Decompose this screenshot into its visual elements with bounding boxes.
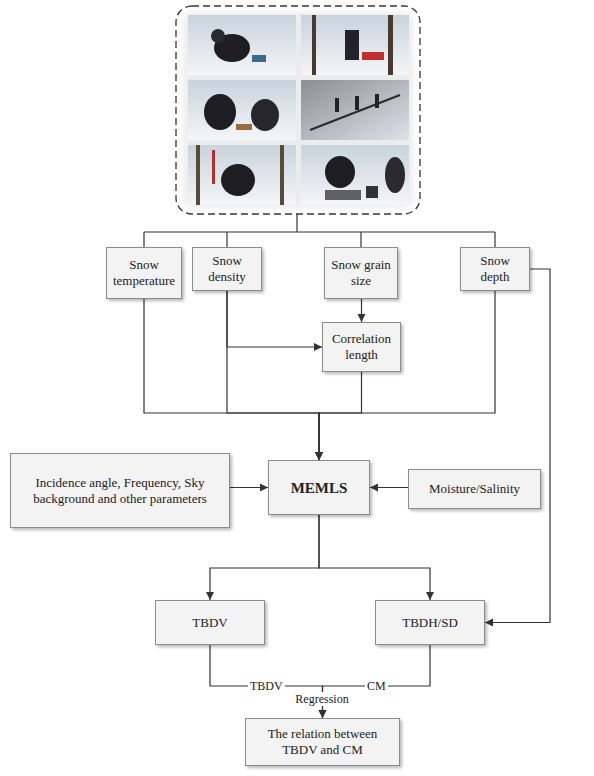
- connector-arrow: [319, 645, 431, 718]
- box-label: Snow grain size: [329, 257, 393, 288]
- box-label: Moisture/Salinity: [429, 481, 520, 497]
- edge-label: CM: [365, 679, 388, 693]
- process-box: Snow depth: [460, 247, 530, 291]
- box-label: The relation between TBDV and CM: [250, 726, 395, 757]
- process-box: Correlation length: [322, 322, 401, 372]
- connector-arrow: [485, 269, 550, 627]
- photo-5: [188, 145, 296, 205]
- connector-arrow: [230, 484, 268, 492]
- connector-arrow: [227, 291, 323, 460]
- edge-label: TBDV: [248, 679, 285, 693]
- photo-2: [301, 15, 409, 75]
- connector-arrow: [210, 645, 327, 718]
- photo-3: [188, 80, 296, 140]
- connector-arrow: [144, 299, 323, 460]
- box-label: Incidence angle, Frequency, Sky backgrou…: [15, 475, 225, 506]
- connector-arrow: [358, 299, 366, 322]
- photo-1: [188, 15, 296, 75]
- process-box: Snow temperature: [106, 247, 182, 299]
- connector-arrow: [370, 484, 408, 492]
- connector-arrow: [315, 372, 362, 460]
- process-box: Snow grain size: [324, 247, 398, 299]
- process-label: Regression: [293, 692, 350, 706]
- connector-arrow: [315, 291, 495, 460]
- box-label: Snow density: [197, 253, 257, 284]
- process-box: Moisture/Salinity: [408, 469, 541, 509]
- photo-6: [301, 145, 409, 205]
- process-box: TBDV: [155, 600, 265, 645]
- box-label: MEMLS: [291, 479, 348, 497]
- connector-arrow: [227, 291, 322, 351]
- process-box: The relation between TBDV and CM: [245, 718, 400, 766]
- process-box: Incidence angle, Frequency, Sky backgrou…: [10, 453, 230, 528]
- photo-4: [301, 80, 409, 140]
- box-label: Snow temperature: [111, 257, 177, 288]
- box-label: TBDV: [192, 615, 227, 631]
- process-box: Snow density: [192, 247, 262, 291]
- model-box: MEMLS: [268, 460, 370, 515]
- process-box: TBDH/SD: [375, 600, 485, 645]
- box-label: TBDH/SD: [402, 615, 458, 631]
- box-label: Correlation length: [327, 331, 396, 362]
- box-label: Snow depth: [465, 253, 525, 284]
- connector-arrow: [319, 515, 434, 600]
- distribution-lines: [144, 214, 495, 247]
